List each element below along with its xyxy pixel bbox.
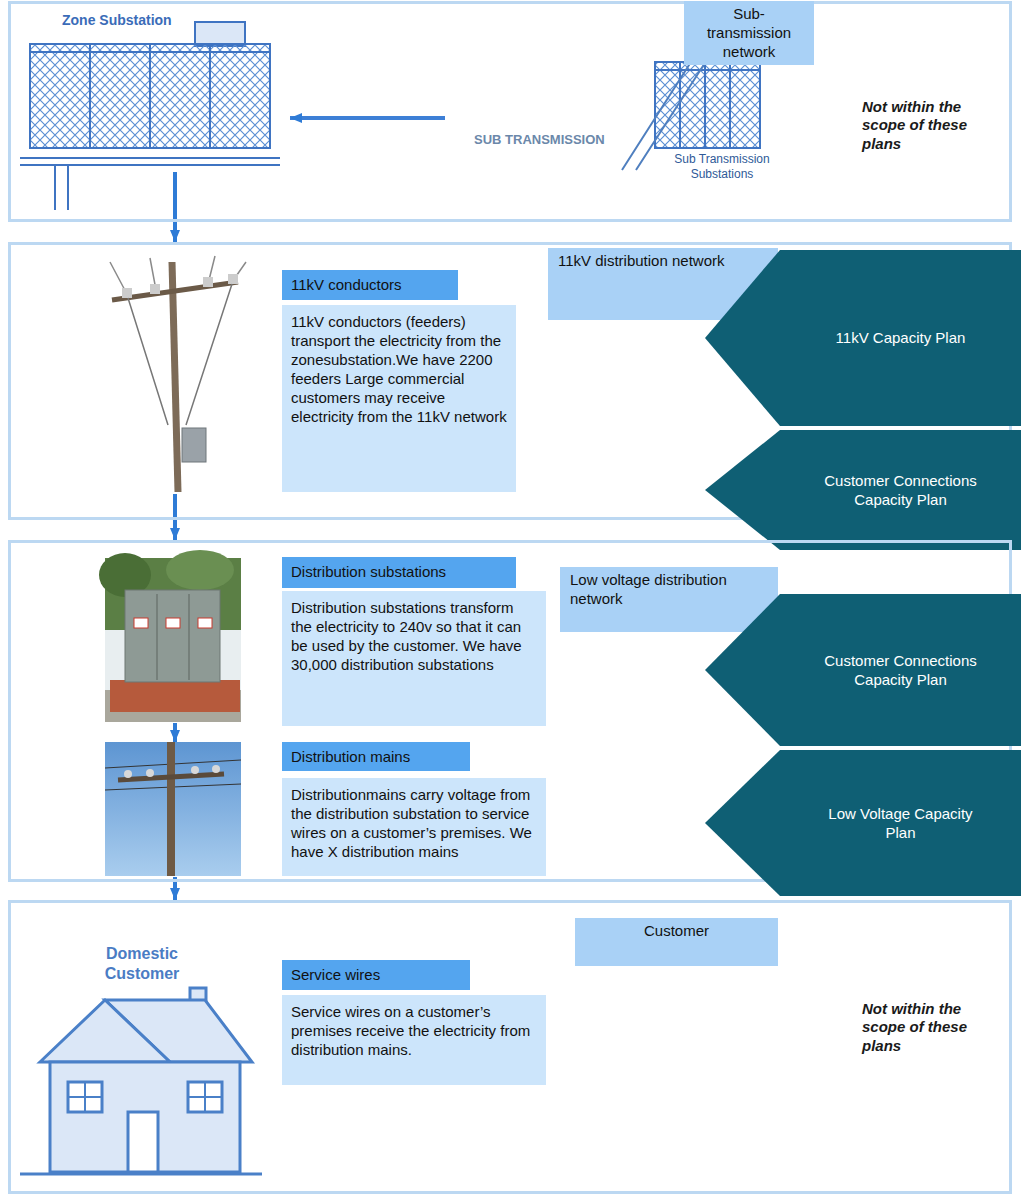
network-label: Sub-transmission network bbox=[684, 1, 814, 65]
zone-substation-illustration bbox=[20, 158, 280, 210]
section-description: Service wires on a customer’s premises r… bbox=[291, 1002, 537, 1059]
network-band: CustomerService wiresService wires on a … bbox=[8, 900, 1012, 1194]
house-drawing bbox=[128, 1112, 158, 1172]
flow-arrow bbox=[173, 882, 177, 900]
sub-transmission-flow-arrow bbox=[290, 118, 445, 119]
section-description: Distribution substations transform the e… bbox=[291, 598, 537, 674]
house-drawing bbox=[20, 1173, 262, 1176]
flow-arrow bbox=[173, 520, 177, 540]
illustration-caption: Sub Transmission Substations bbox=[672, 152, 772, 181]
mains-photo bbox=[118, 774, 224, 780]
illustration-caption: Domestic Customer bbox=[86, 944, 198, 983]
substation-photo bbox=[166, 618, 180, 628]
network-band: Sub-transmission network bbox=[8, 1, 1012, 222]
zone-substation-illustration bbox=[195, 22, 245, 46]
mains-photo bbox=[105, 742, 241, 876]
house-drawing bbox=[68, 1082, 222, 1112]
sub-transmission-illustration bbox=[655, 62, 760, 148]
plan-arrow-shape bbox=[705, 750, 1021, 896]
pole-photo bbox=[150, 284, 160, 294]
substation-photo bbox=[198, 618, 212, 628]
mains-photo bbox=[124, 770, 132, 778]
section-heading: 11kV conductors bbox=[291, 275, 449, 294]
plan-arrow-shape bbox=[705, 594, 1021, 746]
section-heading: Distribution mains bbox=[291, 747, 461, 766]
scope-note: Not within the scope of these plans bbox=[862, 1000, 994, 1055]
capacity-plan-arrow: Customer Connections Capacity Plan bbox=[705, 594, 1021, 746]
mains-photo bbox=[191, 766, 199, 774]
description-box: Service wires on a customer’s premises r… bbox=[282, 995, 546, 1085]
flow-arrow-shafts bbox=[173, 494, 177, 520]
pole-photo bbox=[172, 262, 178, 492]
zone-substation-illustration bbox=[30, 44, 270, 148]
pole-photo bbox=[128, 284, 232, 425]
plan-title: Customer Connections Capacity Plan bbox=[816, 651, 986, 690]
substation-photo bbox=[110, 680, 240, 712]
substation-photo bbox=[157, 594, 189, 680]
section-heading-box: Service wires bbox=[282, 960, 470, 990]
mains-photo bbox=[167, 742, 175, 876]
capacity-plan-arrow: Customer Connections Capacity Plan bbox=[705, 430, 1021, 550]
description-box: 11kV conductors (feeders) transport the … bbox=[282, 305, 516, 492]
network-label: Low voltage distribution network bbox=[560, 567, 778, 632]
house-drawing bbox=[50, 1062, 240, 1172]
plan-arrow-shape bbox=[705, 430, 1021, 550]
pole-photo bbox=[112, 282, 238, 300]
section-description: Distributionmains carry voltage from the… bbox=[291, 785, 537, 861]
substation-photo bbox=[125, 590, 220, 682]
sub-transmission-illustration bbox=[655, 62, 760, 148]
substation-photo bbox=[99, 550, 241, 722]
pole-photo bbox=[110, 256, 246, 492]
substation-photo bbox=[134, 618, 148, 628]
zone-substation-illustration bbox=[20, 22, 280, 210]
illustration-caption: Zone Substation bbox=[62, 12, 222, 29]
mains-photo bbox=[146, 769, 154, 777]
substation-photo bbox=[166, 550, 234, 590]
section-heading-box: Distribution substations bbox=[282, 557, 516, 588]
description-box: Distribution substations transform the e… bbox=[282, 591, 546, 726]
house-drawing bbox=[20, 988, 262, 1174]
pole-photo bbox=[122, 288, 132, 298]
section-heading: Service wires bbox=[291, 965, 461, 984]
section-description: 11kV conductors (feeders) transport the … bbox=[291, 312, 507, 426]
plan-title: 11kV Capacity Plan bbox=[836, 328, 966, 348]
pole-photo bbox=[182, 428, 206, 462]
section-heading-box: Distribution mains bbox=[282, 742, 470, 771]
house-drawing bbox=[40, 1000, 170, 1062]
section-heading: Distribution substations bbox=[291, 562, 507, 581]
plan-arrow-shape bbox=[705, 594, 1021, 746]
description-box: Distributionmains carry voltage from the… bbox=[282, 778, 546, 876]
pole-photo bbox=[203, 277, 213, 287]
mains-photo bbox=[105, 742, 241, 876]
flow-arrow bbox=[173, 222, 177, 242]
plan-title: Low Voltage Capacity Plan bbox=[816, 804, 986, 843]
plan-arrow-shape bbox=[705, 750, 1021, 896]
plan-title: Customer Connections Capacity Plan bbox=[816, 471, 986, 510]
scope-note: Not within the scope of these plans bbox=[862, 98, 994, 153]
section-heading-box: 11kV conductors bbox=[282, 270, 458, 300]
capacity-plan-arrow: Low Voltage Capacity Plan bbox=[705, 750, 1021, 896]
network-label: Customer bbox=[575, 918, 778, 966]
pole-photo bbox=[228, 274, 238, 284]
flow-arrow-shafts bbox=[173, 172, 177, 222]
flow-arrow-shafts bbox=[173, 723, 177, 742]
illustration-caption: SUB TRANSMISSION bbox=[474, 132, 624, 148]
plan-arrow-shape bbox=[705, 250, 1021, 426]
sub-transmission-flow-arrow bbox=[290, 116, 445, 120]
capacity-plan-arrow: 11kV Capacity Plan bbox=[705, 250, 1021, 426]
mains-photo bbox=[212, 765, 220, 773]
zone-substation-illustration bbox=[30, 44, 270, 148]
plan-arrow-shape bbox=[705, 430, 1021, 550]
